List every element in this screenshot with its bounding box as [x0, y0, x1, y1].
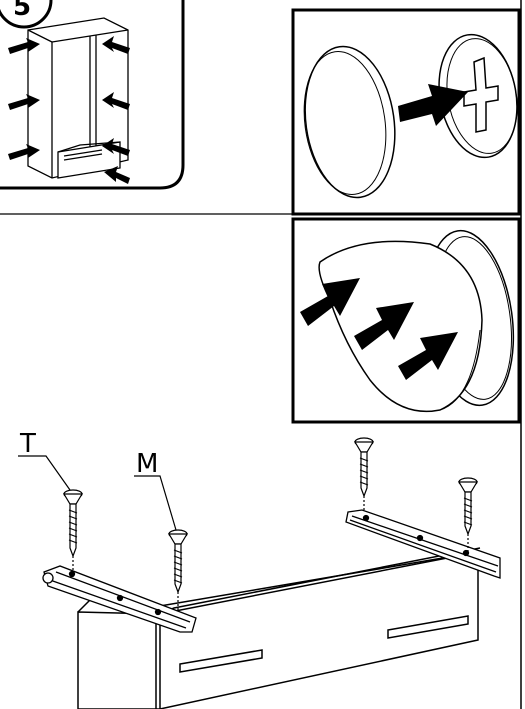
label-m: M [134, 449, 177, 531]
step-number-badge: 5 [0, 0, 53, 29]
screw-right-front [353, 437, 375, 512]
drawer-assembly: T M [18, 429, 501, 709]
runner-rail-right [345, 509, 501, 579]
step-number: 5 [13, 0, 31, 22]
filled-arrow-icon [398, 84, 468, 126]
drawer-box [77, 547, 481, 709]
overview-panel: 5 [0, 0, 185, 190]
screw-icon [62, 437, 479, 612]
runner-rail-left [42, 565, 197, 633]
screw-m [167, 529, 189, 612]
overview-arrows [8, 36, 130, 184]
handle-slot-right [387, 615, 469, 639]
screw-head-icon [438, 33, 518, 159]
screw-right-back [457, 477, 479, 552]
screw-label-m: M [136, 449, 158, 479]
handle-slot-left [179, 649, 263, 673]
detail-box-cap-press [291, 217, 521, 424]
screw-t [62, 489, 84, 572]
detail-box-cap-alignment [291, 8, 521, 216]
screw-label-t: T [19, 429, 36, 459]
cover-cap-icon [303, 45, 396, 199]
press-arrows [300, 278, 458, 380]
label-t: T [18, 429, 71, 491]
wardrobe-cabinet [27, 17, 129, 179]
